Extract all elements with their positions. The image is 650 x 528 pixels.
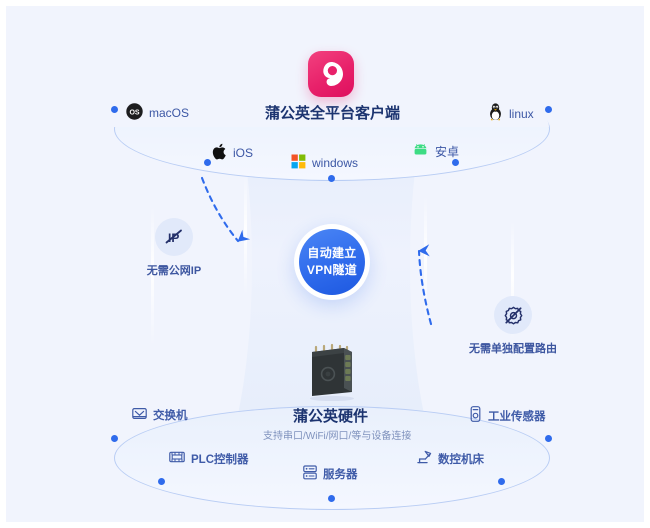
plc-controller-icon xyxy=(169,450,185,467)
platform-label: linux xyxy=(509,106,534,121)
platform-label: windows xyxy=(312,156,359,170)
switch-icon xyxy=(132,406,147,424)
macos-icon: OS xyxy=(126,103,143,123)
ring-node-dot xyxy=(328,495,335,502)
platform-label: iOS xyxy=(233,146,254,160)
hardware-section-title: 蒲公英硬件 xyxy=(293,408,369,425)
client-section-title: 蒲公英全平台客户端 xyxy=(265,105,401,122)
server-icon xyxy=(303,465,317,483)
ring-node-dot xyxy=(158,478,165,485)
light-streak xyxy=(244,176,247,296)
industrial-sensor-icon xyxy=(469,406,482,425)
ring-node-dot xyxy=(111,435,118,442)
platform-label: 安卓 xyxy=(435,145,460,159)
device-item-cnc[interactable]: 数控机床 xyxy=(416,450,484,467)
feature-label: 无需单独配置路由 xyxy=(469,343,557,355)
no-public-ip-icon: IP xyxy=(155,218,193,256)
industrial-router-device xyxy=(302,339,362,406)
linux-penguin-icon xyxy=(488,103,503,124)
device-item-switch[interactable]: 交换机 xyxy=(132,406,188,424)
platform-item-ios[interactable]: iOS xyxy=(212,143,253,163)
device-label: 工业传感器 xyxy=(488,410,546,423)
device-label: 数控机床 xyxy=(438,453,484,466)
svg-text:IP: IP xyxy=(168,231,179,245)
light-streak xyxy=(151,206,154,346)
device-item-sensor[interactable]: 工业传感器 xyxy=(469,406,546,425)
feature-label: 无需公网IP xyxy=(146,265,202,277)
device-label: PLC控制器 xyxy=(191,453,249,466)
ring-node-dot xyxy=(545,435,552,442)
pgy-logo-icon xyxy=(308,51,354,97)
windows-icon xyxy=(291,154,306,172)
vpn-line-2: VPN隧道 xyxy=(306,263,358,277)
hardware-section-subtitle: 支持串口/WiFi/网口/等与设备连接 xyxy=(263,431,412,442)
platform-label: macOS xyxy=(149,106,190,120)
cnc-machine-icon xyxy=(416,450,432,467)
vpn-tunnel-node[interactable]: 自动建立 VPN隧道 xyxy=(294,224,370,300)
apple-ios-icon xyxy=(212,143,227,163)
platform-item-android[interactable]: 安卓 xyxy=(412,143,459,160)
ring-node-dot xyxy=(545,106,552,113)
device-item-plc[interactable]: PLC控制器 xyxy=(169,450,249,467)
device-item-server[interactable]: 服务器 xyxy=(303,465,358,483)
platform-item-linux[interactable]: linux xyxy=(488,103,534,124)
platform-item-macos[interactable]: OS macOS xyxy=(126,103,189,123)
ring-node-dot xyxy=(111,106,118,113)
ring-node-dot xyxy=(498,478,505,485)
ring-node-dot xyxy=(452,159,459,166)
platform-item-windows[interactable]: windows xyxy=(291,154,358,172)
light-streak xyxy=(511,221,514,341)
vpn-tunnel-core: 自动建立 VPN隧道 xyxy=(299,229,365,295)
ring-node-dot xyxy=(328,175,335,182)
device-label: 交换机 xyxy=(153,410,188,422)
feature-no-route-config: 无需单独配置路由 xyxy=(458,296,568,356)
ring-node-dot xyxy=(204,159,211,166)
hardware-device-ring xyxy=(114,406,550,510)
vpn-line-1: 自动建立 xyxy=(307,246,357,260)
android-icon xyxy=(412,143,429,160)
device-label: 服务器 xyxy=(323,469,358,481)
svg-text:OS: OS xyxy=(129,110,139,117)
no-route-config-icon xyxy=(494,296,532,334)
light-streak xyxy=(424,196,427,326)
feature-no-public-ip: IP 无需公网IP xyxy=(138,218,210,278)
